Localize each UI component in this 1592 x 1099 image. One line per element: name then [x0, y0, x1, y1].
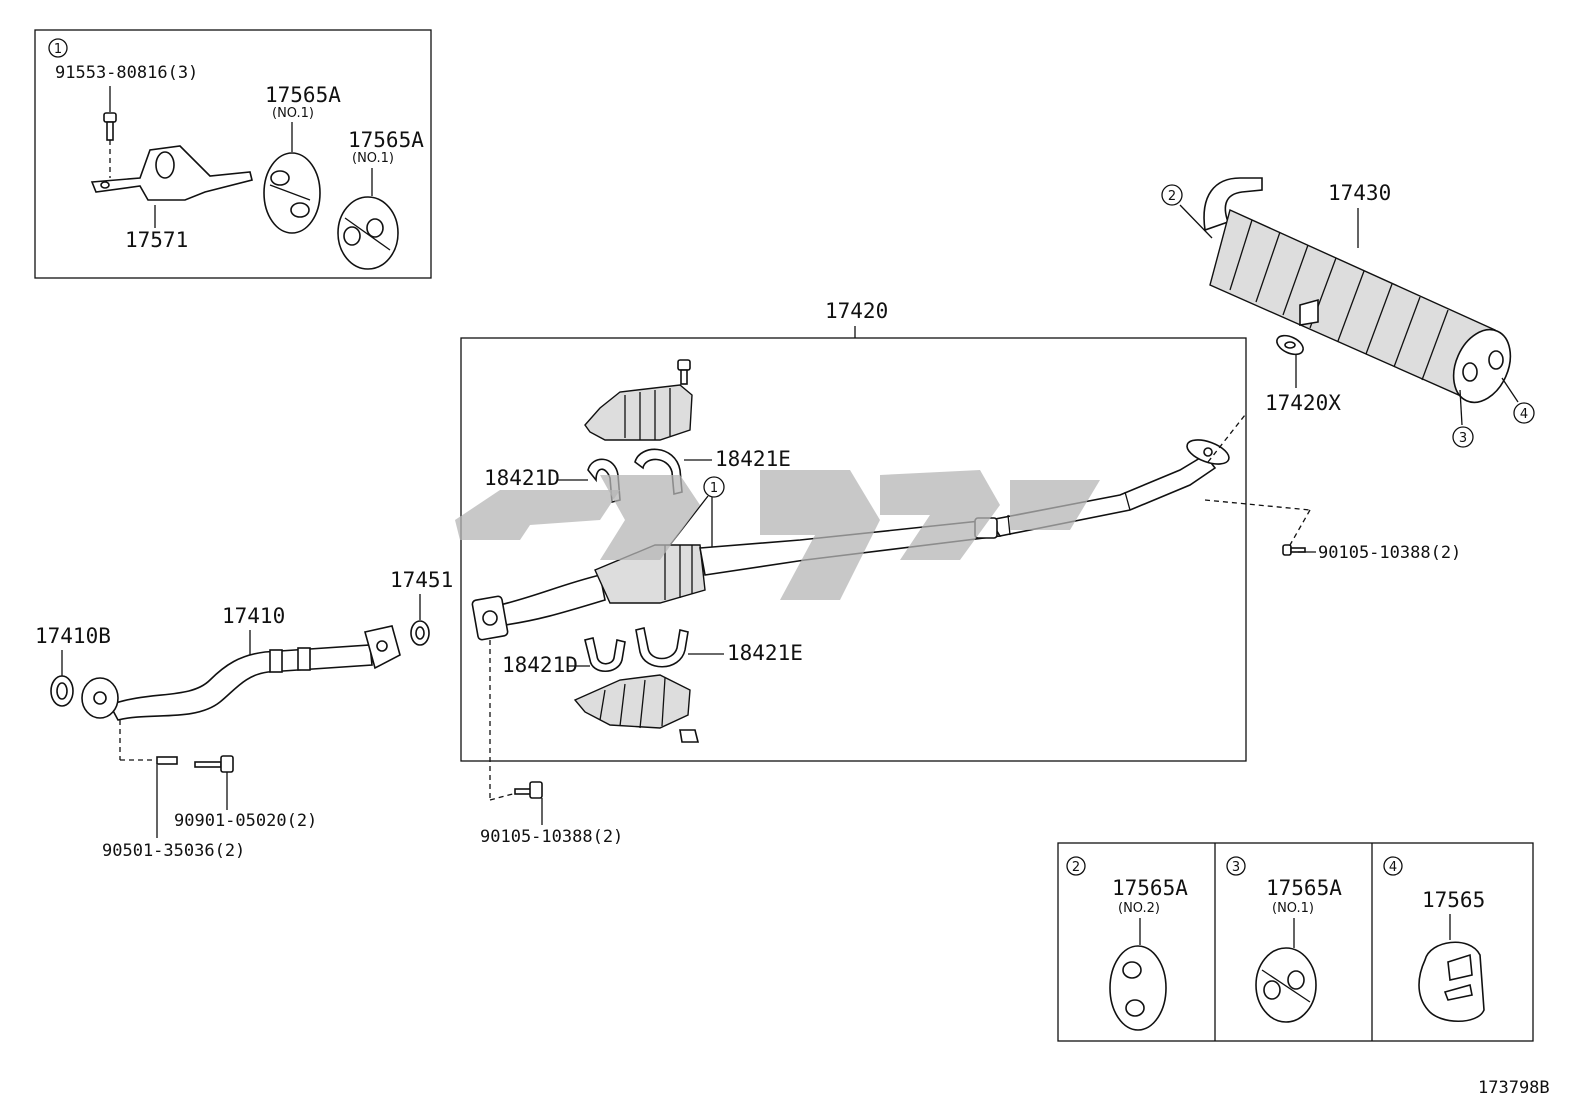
label-17410[interactable]: 17410 — [222, 604, 285, 628]
stud-icon[interactable] — [156, 756, 178, 765]
callout-3-circle — [1452, 426, 1474, 448]
rubber-hanger-icon[interactable] — [337, 196, 399, 270]
bolt-icon[interactable] — [1282, 544, 1306, 556]
callout-4-circle — [1513, 402, 1535, 424]
label-inset3-17565A[interactable]: 17565A — [1266, 876, 1342, 900]
bolt-icon[interactable] — [103, 112, 117, 141]
bolt-left-group: 90105-10388(2) — [480, 640, 623, 847]
callout-1b-circle — [703, 476, 725, 498]
converter-assembly-frame — [460, 337, 1247, 762]
front-pipe-group: 17410 17451 17410B — [35, 568, 453, 861]
clamp-18421e-bottom-icon[interactable] — [635, 627, 689, 668]
callout-3b-circle — [1226, 856, 1246, 876]
label-18421E-bottom[interactable]: 18421E — [727, 641, 803, 665]
callout-2b-label: 2 — [1072, 860, 1080, 875]
tail-muffler-icon[interactable] — [1203, 177, 1521, 411]
rubber-hanger-icon[interactable] — [1109, 945, 1167, 1031]
callout-2-circle — [1161, 184, 1183, 206]
bolt-icon[interactable] — [194, 755, 234, 773]
clamp-18421d-bottom-icon[interactable] — [584, 637, 626, 673]
label-90105-10388-left[interactable]: 90105-10388(2) — [480, 827, 623, 847]
label-18421D-top[interactable]: 18421D — [484, 466, 560, 490]
diagram-code: 173798B — [1478, 1078, 1550, 1098]
callout-2b-circle — [1066, 856, 1086, 876]
label-90105-10388-right[interactable]: 90105-10388(2) — [1318, 543, 1461, 563]
label-90901-05020[interactable]: 90901-05020(2) — [174, 811, 317, 831]
label-17420[interactable]: 17420 — [825, 299, 888, 323]
heat-shield-bottom-icon[interactable] — [573, 674, 700, 743]
callout-4-label: 4 — [1520, 407, 1528, 422]
label-inset4-17565[interactable]: 17565 — [1422, 888, 1485, 912]
front-pipe-icon[interactable] — [81, 625, 401, 721]
rubber-hanger-icon[interactable] — [263, 152, 321, 234]
gasket-17410b-icon[interactable] — [50, 675, 74, 707]
label-18421E-top[interactable]: 18421E — [715, 447, 791, 471]
label-17451[interactable]: 17451 — [390, 568, 453, 592]
insets-bottom-right: 2 17565A (NO.2) 3 17565A (NO.1) — [1057, 842, 1534, 1042]
label-inset2-17565A[interactable]: 17565A — [1112, 876, 1188, 900]
bolt-icon[interactable] — [514, 781, 543, 799]
callout-4b-circle — [1383, 856, 1403, 876]
label-inset2-sub: (NO.2) — [1118, 901, 1160, 916]
callout-1-circle — [48, 38, 68, 58]
callout-1b-label: 1 — [710, 481, 718, 496]
inset-1-frame — [34, 29, 432, 279]
callout-3-label: 3 — [1459, 431, 1467, 446]
rubber-hanger-icon[interactable] — [1418, 941, 1485, 1022]
label-17430[interactable]: 17430 — [1328, 181, 1391, 205]
gasket-17451-icon[interactable] — [410, 620, 430, 646]
inset-3: 3 17565A (NO.1) — [1226, 856, 1342, 1023]
bracket-17571-icon[interactable] — [90, 145, 253, 201]
label-17565A-a-sub: (NO.1) — [272, 106, 314, 121]
label-90501-35036[interactable]: 90501-35036(2) — [102, 841, 245, 861]
callout-3b-label: 3 — [1232, 860, 1240, 875]
label-17565A-b[interactable]: 17565A — [348, 128, 424, 152]
inset-2: 2 17565A (NO.2) — [1066, 856, 1188, 1031]
insets-bottom-frame — [1057, 842, 1534, 1042]
gasket-17420x-icon[interactable] — [1274, 332, 1306, 358]
label-17410B[interactable]: 17410B — [35, 624, 111, 648]
label-17571[interactable]: 17571 — [125, 228, 188, 252]
label-91553-80816[interactable]: 91553-80816(3) — [55, 63, 198, 83]
heat-shield-top-icon[interactable] — [584, 359, 693, 441]
callout-1-label: 1 — [54, 42, 62, 57]
label-inset3-sub: (NO.1) — [1272, 901, 1314, 916]
watermark-logo — [455, 470, 1100, 600]
inset-1: 1 91553-80816(3) 17571 17565A (NO.1) 175… — [34, 29, 432, 279]
callout-2-label: 2 — [1168, 189, 1176, 204]
label-17420X[interactable]: 17420X — [1265, 391, 1341, 415]
label-18421D-bottom[interactable]: 18421D — [502, 653, 578, 677]
inset-4: 4 17565 — [1383, 856, 1485, 1022]
tail-muffler-group: 17430 2 — [1161, 177, 1535, 448]
callout-4b-label: 4 — [1389, 860, 1397, 875]
label-17565A-a[interactable]: 17565A — [265, 83, 341, 107]
bolt-right-group: 90105-10388(2) — [1204, 414, 1461, 563]
rubber-hanger-icon[interactable] — [1255, 947, 1317, 1023]
label-17565A-b-sub: (NO.1) — [352, 151, 394, 166]
